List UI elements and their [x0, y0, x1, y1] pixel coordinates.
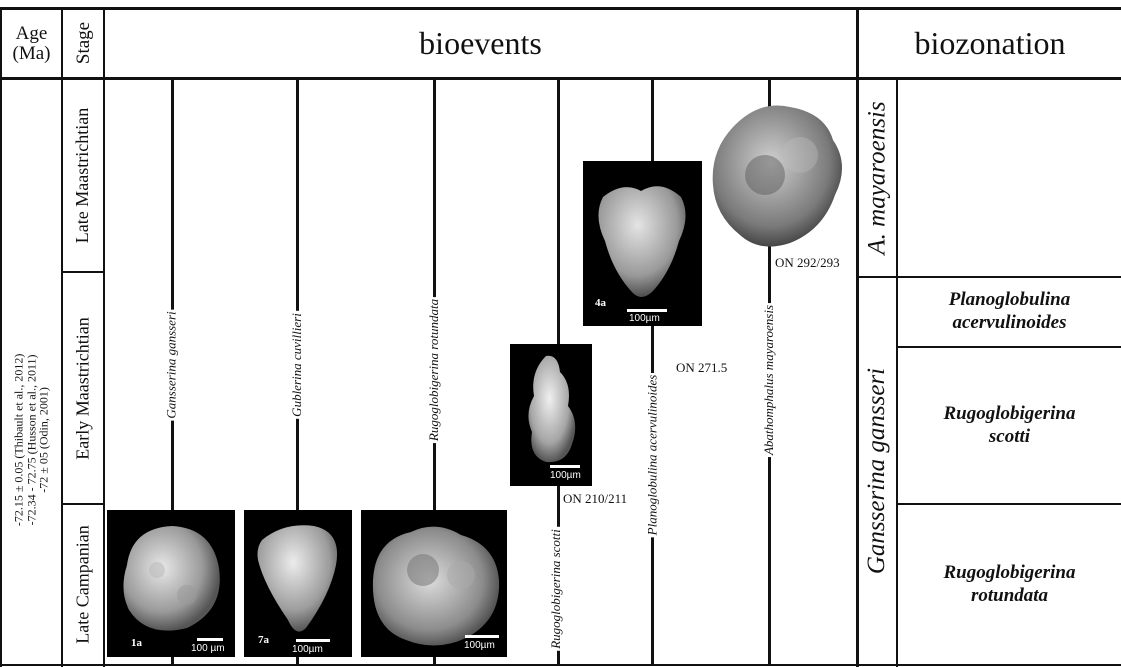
datum-marker-on-271 — [651, 355, 654, 373]
photo-planoglobulina: 4a 100µm — [583, 161, 702, 326]
species-label-gublerina-cuvillieri: Gublerina cuvillieri — [282, 280, 312, 450]
species-text-3: Rugoglobigerina rotundata — [426, 297, 442, 443]
species-label-gansserina-gansseri: Gansserina gansseri — [157, 280, 187, 450]
species-label-rugoglobigerina-rotundata: Rugoglobigerina rotundata — [419, 270, 449, 470]
species-text-5: Planoglobulina acervulinoides — [644, 373, 660, 538]
stage-late-campanian: Late Campanian — [63, 505, 103, 664]
zone-a-mayaroensis: A. mayaroensis — [859, 80, 896, 276]
subzone-rotundata-label: Rugoglobigerina rotundata — [925, 562, 1095, 608]
photo-gublerina-cuvillieri: 7a 100µm — [244, 510, 352, 657]
scale-bar-rotundata — [465, 635, 499, 638]
photo-rugoglobigerina-scotti: 100µm — [510, 344, 592, 486]
scale-bar-1a — [197, 638, 223, 641]
scale-bar-scotti — [550, 465, 580, 468]
age-note: -72.15 ± 0.05 (Thibault et al., 2012) -7… — [2, 280, 61, 600]
scale-text-1a: 100 µm — [191, 643, 225, 654]
age-note-line-3: -72 ± 05 (Odin, 2001) — [38, 354, 51, 527]
scale-text-4a: 100µm — [629, 313, 660, 324]
stage-late-maastrichtian: Late Maastrichtian — [63, 80, 103, 271]
species-text-4: Rugoglobigerina scotti — [548, 527, 564, 651]
stage-column-divider — [103, 7, 105, 667]
subzone-rugoglobigerina-scotti: Rugoglobigerina scotti — [898, 348, 1121, 503]
species-label-abathomphalus: Abathomphalus mayaroensis — [754, 280, 784, 480]
scale-bar-4a — [627, 309, 667, 312]
zone-a-mayaroensis-label: A. mayaroensis — [864, 101, 892, 254]
scale-text-7a: 100µm — [292, 644, 323, 655]
subzone-scotti-label: Rugoglobigerina scotti — [935, 403, 1085, 449]
foram-image-abathomphalus — [705, 95, 855, 255]
photo-label-4a: 4a — [595, 297, 606, 309]
biozonation-header-label: biozonation — [914, 25, 1065, 62]
subzone-planoglobulina: Planoglobulina acervulinoides — [898, 278, 1121, 346]
species-label-rugoglobigerina-scotti: Rugoglobigerina scotti — [541, 510, 571, 667]
foram-image-1a — [107, 510, 235, 657]
photo-label-7a: 7a — [258, 634, 269, 646]
age-header-label: Age (Ma) — [10, 24, 54, 64]
bioevents-header-label: bioevents — [419, 25, 542, 62]
datum-marker-on-210 — [557, 486, 560, 504]
datum-label-on-292: ON 292/293 — [775, 255, 840, 271]
scale-bar-7a — [296, 639, 330, 642]
species-text-6: Abathomphalus mayaroensis — [761, 303, 777, 457]
photo-gansserina-gansseri: 1a 100 µm — [107, 510, 235, 657]
datum-label-on-210: ON 210/211 — [563, 491, 627, 507]
scale-text-scotti: 100µm — [550, 470, 581, 481]
bioevents-header: bioevents — [105, 10, 856, 77]
biozonation-header: biozonation — [859, 10, 1121, 77]
zone-gansserina-gansseri: Gansserina gansseri — [859, 278, 896, 664]
datum-label-on-271: ON 271.5 — [676, 360, 727, 376]
photo-label-1a: 1a — [131, 637, 142, 649]
scale-text-rotundata: 100µm — [464, 640, 495, 651]
subzone-rugoglobigerina-rotundata: Rugoglobigerina rotundata — [898, 505, 1121, 664]
species-text-2: Gublerina cuvillieri — [289, 311, 305, 419]
stage-early-maastrichtian: Early Maastrichtian — [63, 273, 103, 503]
subzone-planoglobulina-label: Planoglobulina acervulinoides — [930, 289, 1090, 335]
age-note-line-1: -72.15 ± 0.05 (Thibault et al., 2012) — [13, 354, 26, 527]
species-text-1: Gansserina gansseri — [164, 309, 180, 420]
stage-header: Stage — [74, 13, 94, 73]
stage-late-maastrichtian-label: Late Maastrichtian — [73, 108, 94, 243]
species-label-planoglobulina: Planoglobulina acervulinoides — [637, 350, 667, 560]
stage-late-campanian-label: Late Campanian — [73, 525, 94, 643]
age-header: Age (Ma) — [2, 10, 61, 77]
header-bottom-line — [0, 77, 1121, 80]
photo-rugoglobigerina-rotundata: 100µm — [361, 510, 507, 657]
zone-gansserina-gansseri-label: Gansserina gansseri — [864, 368, 892, 574]
stage-early-maastrichtian-label: Early Maastrichtian — [73, 317, 94, 459]
